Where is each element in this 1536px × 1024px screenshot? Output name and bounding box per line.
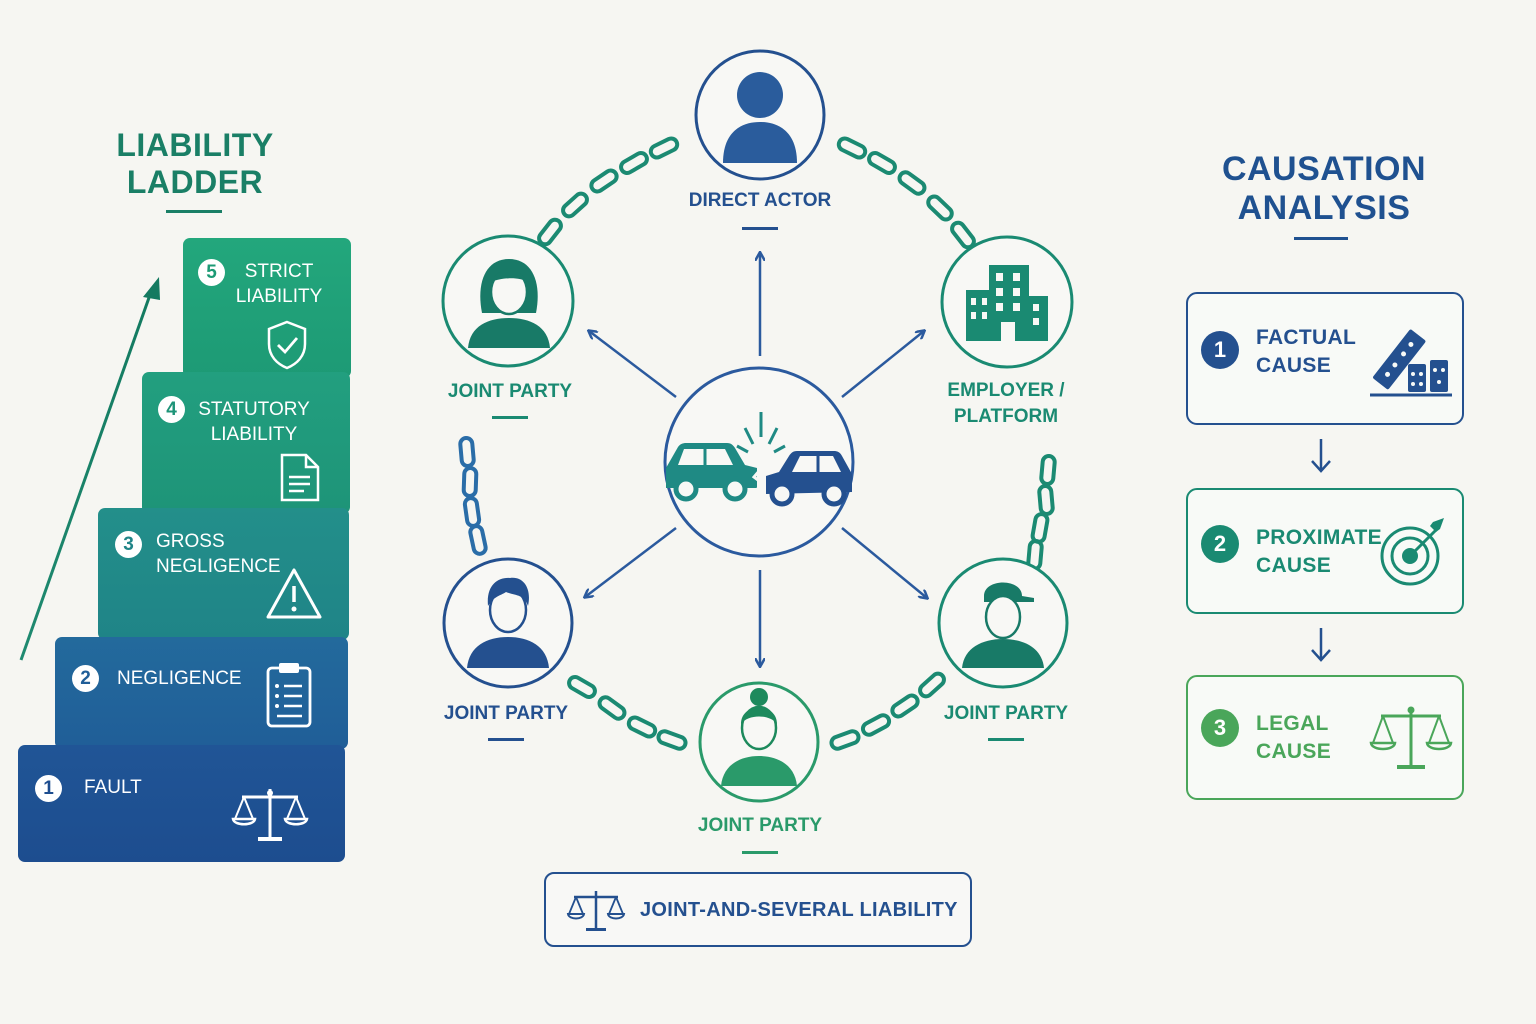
- step-label-line2: CAUSE: [1256, 554, 1332, 577]
- causation-title-line1: CAUSATION: [1221, 150, 1427, 188]
- step-label-line1: LEGAL: [1256, 712, 1329, 735]
- step-label: GROSS NEGLIGENCE: [156, 529, 281, 579]
- label-employer-platform: EMPLOYER / PLATFORM: [916, 378, 1096, 430]
- clipboard-icon: [266, 663, 312, 728]
- ladder-title-line2: LADDER: [126, 163, 264, 200]
- ladder-step-5: 5 STRICT LIABILITY: [183, 238, 351, 378]
- causation-step-1: 1 FACTUAL CAUSE: [1186, 292, 1464, 425]
- step-number-badge: 2: [72, 665, 99, 692]
- ladder-title-line1: LIABILITY: [116, 127, 274, 163]
- causation-title-underline: [1294, 237, 1348, 240]
- label-joint-party-bottom: JOINT PARTY: [697, 815, 823, 836]
- step-label-line1: NEGLIGENCE: [117, 668, 242, 689]
- scales-icon: [566, 891, 626, 931]
- dominoes-icon: [1370, 329, 1452, 397]
- arrow-cause-1-to-2: [1311, 439, 1331, 473]
- ladder-step-4: 4 STATUTORY LIABILITY: [142, 372, 350, 514]
- label-joint-party-bottom-right: JOINT PARTY: [943, 703, 1069, 724]
- step-label: STATUTORY LIABILITY: [194, 397, 314, 447]
- arrows: [585, 253, 927, 666]
- step-label-line2: CAUSE: [1256, 740, 1332, 763]
- causation-title: CAUSATION ANALYSIS: [1200, 150, 1448, 228]
- step-label-line1: STRICT: [244, 261, 314, 282]
- node-joint-party-bottom-right: [937, 557, 1069, 689]
- scales-icon: [1369, 706, 1453, 769]
- target-icon: [1380, 518, 1444, 586]
- car-collision-icon: [663, 366, 855, 558]
- ladder-step-1: 1 FAULT: [18, 745, 345, 862]
- step-number-badge: 1: [1201, 331, 1239, 369]
- step-label-line2: LIABILITY: [210, 424, 298, 445]
- step-number-badge: 4: [158, 396, 185, 423]
- step-number-badge: 3: [1201, 709, 1239, 747]
- step-label: NEGLIGENCE: [117, 666, 242, 691]
- step-number-badge: 3: [115, 531, 142, 558]
- step-number-badge: 5: [198, 259, 225, 286]
- causation-title-line2: ANALYSIS: [1237, 189, 1411, 228]
- dash-joint-party-bottom-left: [488, 738, 524, 741]
- scales-icon: [231, 789, 309, 841]
- step-label: FACTUAL CAUSE: [1256, 324, 1356, 380]
- step-label: PROXIMATE CAUSE: [1256, 524, 1382, 580]
- label-employer-line2: PLATFORM: [953, 406, 1059, 427]
- label-joint-party-bottom-left: JOINT PARTY: [443, 703, 569, 724]
- node-direct-actor: [694, 49, 826, 181]
- ladder-step-2: 2 NEGLIGENCE: [55, 637, 348, 749]
- label-direct-actor: DIRECT ACTOR: [688, 190, 832, 211]
- document-icon: [280, 453, 320, 502]
- ladder-title-underline: [166, 210, 222, 213]
- joint-several-liability-label: JOINT-AND-SEVERAL LIABILITY: [640, 899, 958, 921]
- step-label: LEGAL CAUSE: [1256, 710, 1331, 766]
- label-employer-line1: EMPLOYER /: [947, 380, 1065, 401]
- step-label-line1: GROSS: [156, 531, 225, 552]
- node-joint-party-bottom-left: [442, 557, 574, 689]
- step-label-line1: FACTUAL: [1256, 326, 1357, 349]
- chain-right: [1025, 453, 1058, 572]
- step-label-line2: CAUSE: [1256, 354, 1332, 377]
- step-label-line2: NEGLIGENCE: [156, 556, 281, 577]
- ascending-arrow: [19, 277, 160, 661]
- causation-step-2: 2 PROXIMATE CAUSE: [1186, 488, 1464, 614]
- node-employer-platform: [940, 235, 1074, 369]
- ladder-step-3: 3 GROSS NEGLIGENCE: [98, 508, 349, 640]
- dash-joint-party-bottom-right: [988, 738, 1024, 741]
- step-label-line1: PROXIMATE: [1256, 526, 1382, 549]
- arrow-cause-2-to-3: [1311, 628, 1331, 662]
- dash-joint-party-bottom: [742, 851, 778, 854]
- chain-top-right: [837, 136, 979, 252]
- ladder-title: LIABILITY LADDER: [100, 127, 290, 201]
- warning-icon: [266, 568, 322, 619]
- node-joint-party-bottom: [698, 681, 820, 803]
- step-label: FAULT: [84, 775, 142, 800]
- step-number-badge: 2: [1201, 525, 1239, 563]
- chain-left: [457, 435, 489, 557]
- joint-several-liability-box: JOINT-AND-SEVERAL LIABILITY: [544, 872, 972, 947]
- node-joint-party-top-left: [441, 234, 575, 368]
- shield-check-icon: [267, 320, 307, 370]
- dash-direct-actor: [742, 227, 778, 230]
- causation-step-3: 3 LEGAL CAUSE: [1186, 675, 1464, 800]
- dash-joint-party-top-left: [492, 416, 528, 419]
- label-joint-party-top-left: JOINT PARTY: [447, 381, 573, 402]
- step-label-line2: LIABILITY: [235, 286, 323, 307]
- step-label-line1: FAULT: [84, 777, 142, 798]
- step-label-line1: STATUTORY: [198, 399, 310, 420]
- step-label: STRICT LIABILITY: [233, 259, 325, 309]
- chain-top-left: [534, 136, 680, 249]
- step-number-badge: 1: [35, 775, 62, 802]
